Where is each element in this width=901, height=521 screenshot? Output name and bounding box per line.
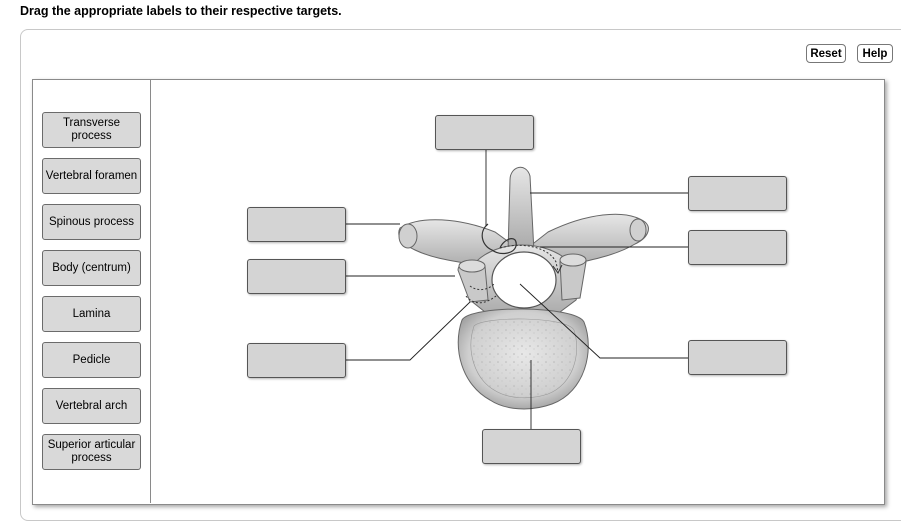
spinous-process-shape bbox=[507, 166, 535, 253]
drop-target-right-3[interactable] bbox=[688, 340, 787, 375]
label-transverse-process[interactable]: Transverse process bbox=[42, 112, 141, 148]
drop-target-bottom[interactable] bbox=[482, 429, 581, 464]
reset-button[interactable]: Reset bbox=[806, 44, 846, 63]
label-vertebral-arch[interactable]: Vertebral arch bbox=[42, 388, 141, 424]
label-lamina[interactable]: Lamina bbox=[42, 296, 141, 332]
label-superior-articular-process[interactable]: Superior articular process bbox=[42, 434, 141, 470]
leader-lines bbox=[346, 150, 688, 430]
label-body-centrum[interactable]: Body (centrum) bbox=[42, 250, 141, 286]
vertebral-foramen-shape bbox=[491, 251, 557, 309]
drop-target-right-1[interactable] bbox=[688, 176, 787, 211]
vertebra-illustration bbox=[346, 150, 688, 430]
drop-target-top[interactable] bbox=[435, 115, 534, 150]
label-spinous-process[interactable]: Spinous process bbox=[42, 204, 141, 240]
label-pedicle[interactable]: Pedicle bbox=[42, 342, 141, 378]
label-vertebral-foramen[interactable]: Vertebral foramen bbox=[42, 158, 141, 194]
drop-target-left-3[interactable] bbox=[247, 343, 346, 378]
drop-target-left-2[interactable] bbox=[247, 259, 346, 294]
drag-drop-workspace bbox=[32, 79, 885, 505]
label-bank bbox=[32, 79, 151, 503]
drop-target-left-1[interactable] bbox=[247, 207, 346, 242]
help-button[interactable]: Help bbox=[857, 44, 893, 63]
instruction-text: Drag the appropriate labels to their res… bbox=[20, 4, 342, 18]
drop-target-right-2[interactable] bbox=[688, 230, 787, 265]
